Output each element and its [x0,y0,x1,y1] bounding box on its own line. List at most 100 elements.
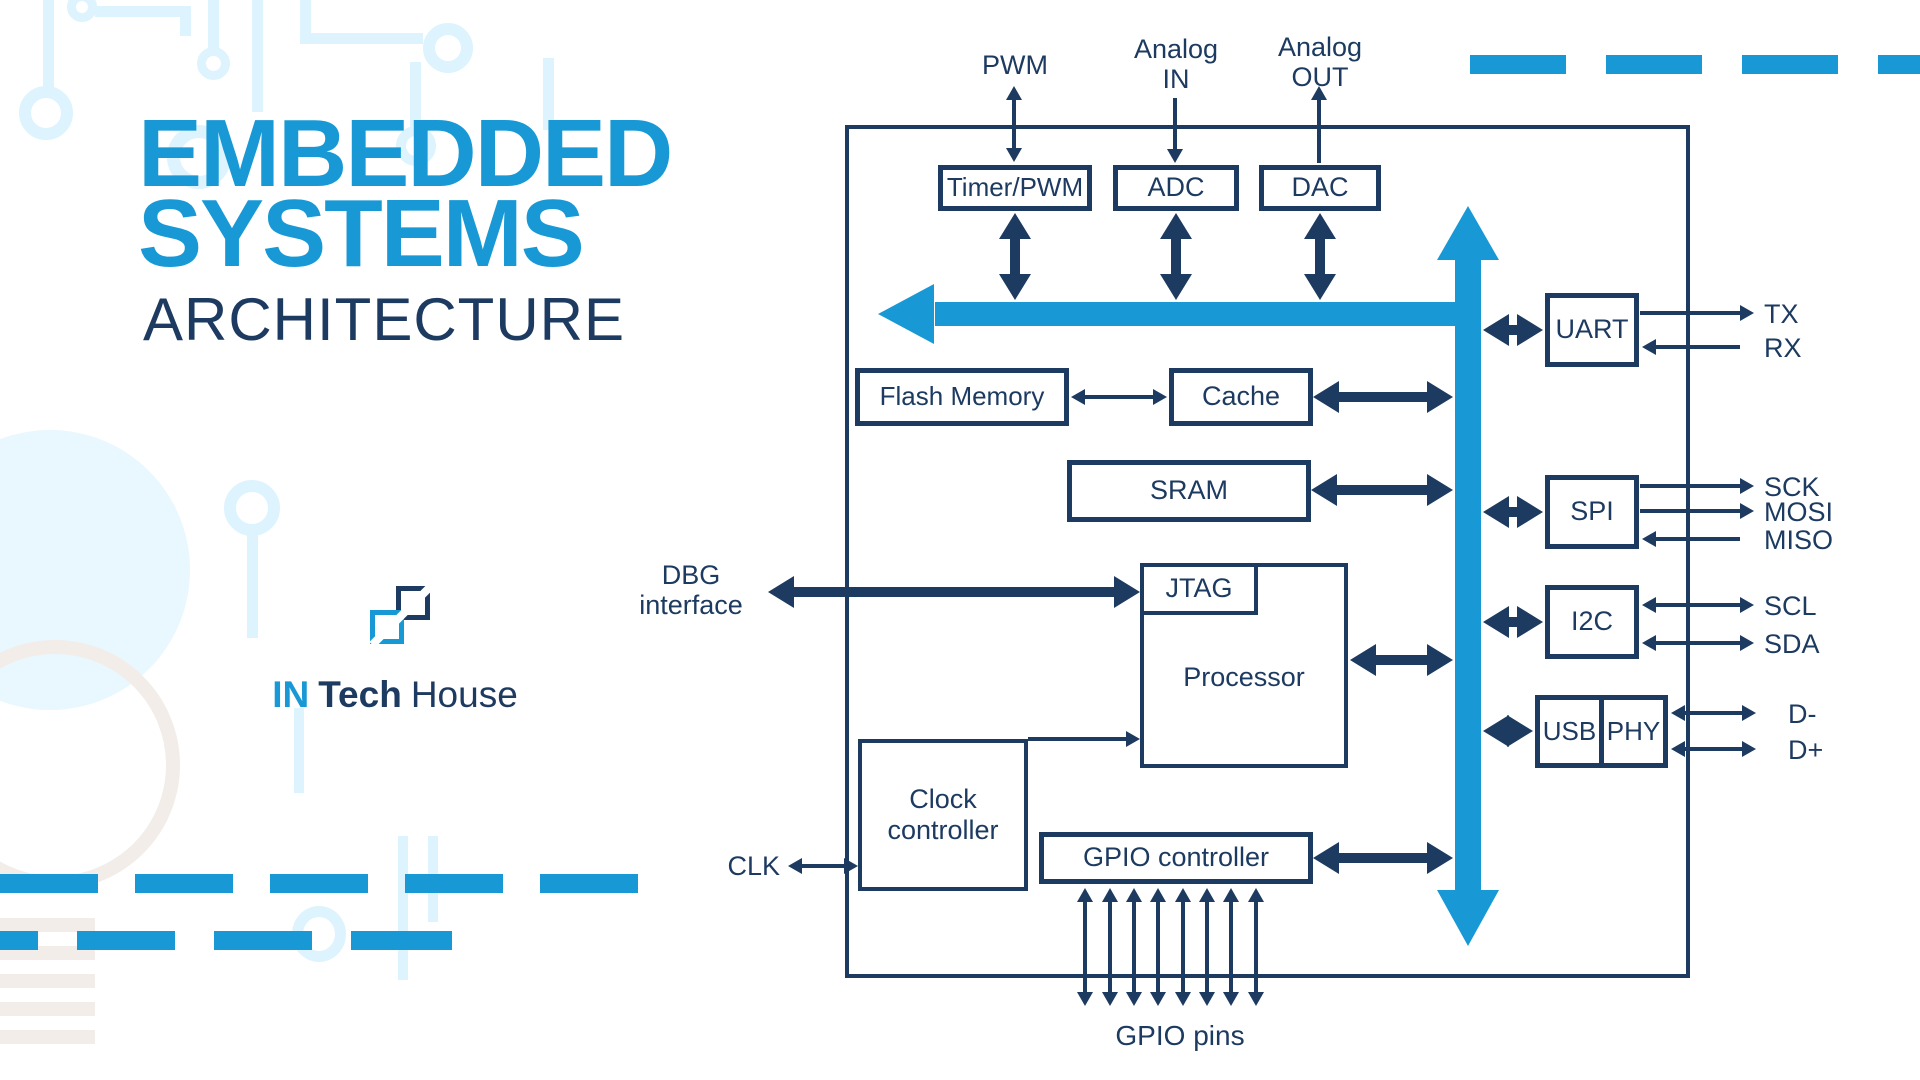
tx-pin-arrowhead-right-icon [1740,305,1754,321]
gpio-pin-3-arrow-shaft [1132,900,1136,994]
jtag-label: JTAG [1165,573,1233,604]
rx-pin-label: RX [1764,333,1802,363]
gpio-bus-arrowhead-left-icon [1313,842,1339,874]
mosi-pin-arrowhead-right-icon [1740,503,1754,519]
clock-controller-box: Clock controller [858,739,1028,891]
cache-bus-arrowhead-left-icon [1313,381,1339,413]
dplus-pin-arrowhead-left-icon [1671,741,1685,757]
flash-cache-arrow-shaft [1083,395,1155,399]
gpio-pin-8-arrow-shaft [1254,900,1258,994]
sram-box: SRAM [1067,460,1311,522]
dminus-pin-arrow-shaft [1683,711,1744,715]
processor-bus-arrowhead-left-icon [1350,644,1376,676]
bus-horizontal-shaft [935,302,1457,326]
dbg-interface-label: DBG interface [639,560,743,621]
soc-outer-frame [845,125,1690,978]
title-line1: EMBEDDED [138,100,673,207]
clk-pin-arrowhead-right-icon [844,858,858,874]
flash-memory-box: Flash Memory [855,368,1069,426]
pwm-pin-arrowhead-up-icon [1006,86,1022,100]
phy-label: PHY [1606,715,1661,746]
flash-cache-arrowhead-left-icon [1071,389,1085,405]
tx-pin-arrow-shaft [1640,311,1742,315]
sda-pin-arrowhead-right-icon [1740,635,1754,651]
logo-text-tech: Tech [318,674,402,715]
clk-pin-arrow-shaft [800,864,846,868]
adc-bus-arrowhead-down-icon [1160,274,1192,300]
timer-bus-arrow-shaft [1010,237,1020,276]
miso-pin-arrow-shaft [1654,537,1740,541]
gpio-pin-4-arrowhead-up-icon [1150,888,1166,902]
dac-bus-arrow-shaft [1315,237,1325,276]
timer-pwm-box-label: Timer/PWM [946,172,1084,203]
bus-down-arrowhead-icon [1437,890,1499,946]
gpio-pin-1-arrowhead-down-icon [1077,992,1093,1006]
sram-bus-arrowhead-right-icon [1427,474,1453,506]
logo-text: IN Tech House [230,674,560,716]
cache-label: Cache [1201,381,1281,412]
uart-label: UART [1555,314,1629,345]
gpio-pin-4-arrowhead-down-icon [1150,992,1166,1006]
flash-cache-arrowhead-right-icon [1153,389,1167,405]
usb-bus-arrow-shaft [1507,726,1509,736]
gpio-pin-5-arrowhead-up-icon [1175,888,1191,902]
i2c-label: I2C [1570,606,1614,637]
sram-bus-arrowhead-left-icon [1311,474,1337,506]
uart-box: UART [1545,293,1639,367]
uart-bus-arrowhead-left-icon [1483,314,1509,346]
dashed-line-top-right [1470,55,1920,74]
gpio-pin-2-arrowhead-up-icon [1102,888,1118,902]
uart-bus-arrow-shaft [1507,325,1519,335]
sram-bus-arrow-shaft [1335,485,1429,495]
sck-pin-arrowhead-right-icon [1740,478,1754,494]
logo-square-navy-icon [396,586,430,620]
adc-box: ADC [1113,165,1239,211]
sda-pin-label: SDA [1764,629,1820,659]
pwm-pin-arrow-shaft [1012,98,1016,150]
adc-bus-arrow-shaft [1171,237,1181,276]
adc-box-label: ADC [1147,172,1205,203]
scl-pin-arrow-shaft [1654,603,1742,607]
mosi-pin-label: MOSI [1764,497,1834,527]
pwm-pin-label: PWM [982,50,1048,80]
sda-pin-arrow-shaft [1654,641,1742,645]
gpio-pin-2-arrow-shaft [1108,900,1112,994]
gpio-pin-8-arrowhead-down-icon [1248,992,1264,1006]
dashed-line-bottom-row2 [0,931,452,950]
analog-in-pin-arrow-shaft [1173,98,1177,151]
scl-pin-label: SCL [1764,591,1817,621]
mosi-pin-arrow-shaft [1640,509,1742,513]
gpio-bus-arrowhead-right-icon [1427,842,1453,874]
gpio-pin-7-arrow-shaft [1229,900,1233,994]
gpio-pin-8-arrowhead-up-icon [1248,888,1264,902]
dminus-pin-label: D- [1788,699,1817,729]
dplus-pin-label: D+ [1788,735,1824,765]
miso-pin-label: MISO [1764,525,1834,555]
analog-in-pin-arrowhead-down-icon [1167,149,1183,163]
spi-bus-arrow-shaft [1507,507,1519,517]
gpio-pin-6-arrowhead-up-icon [1199,888,1215,902]
spi-bus-arrowhead-left-icon [1483,496,1509,528]
gpio-controller-box: GPIO controller [1039,832,1313,884]
dashed-line-bottom-row1 [0,874,645,893]
rx-pin-arrow-shaft [1654,345,1740,349]
scl-pin-arrowhead-right-icon [1740,597,1754,613]
cache-bus-arrow-shaft [1337,392,1429,402]
bus-left-arrowhead-icon [878,284,934,344]
gpio-pin-3-arrowhead-up-icon [1126,888,1142,902]
rx-pin-arrowhead-left-icon [1642,339,1656,355]
spi-label: SPI [1570,496,1614,527]
dplus-pin-arrow-shaft [1683,747,1744,751]
adc-bus-arrowhead-up-icon [1160,213,1192,239]
gpio-pins-label: GPIO pins [1115,1020,1245,1051]
bus-vertical-shaft [1455,258,1481,892]
i2c-box: I2C [1545,585,1639,659]
dplus-pin-arrowhead-right-icon [1742,741,1756,757]
logo-text-in: IN [272,674,310,715]
dminus-pin-arrowhead-right-icon [1742,705,1756,721]
dac-bus-arrowhead-down-icon [1304,274,1336,300]
gpio-pin-6-arrow-shaft [1205,900,1209,994]
dminus-pin-arrowhead-left-icon [1671,705,1685,721]
sck-pin-arrow-shaft [1640,484,1742,488]
gpio-pin-3-arrowhead-down-icon [1126,992,1142,1006]
